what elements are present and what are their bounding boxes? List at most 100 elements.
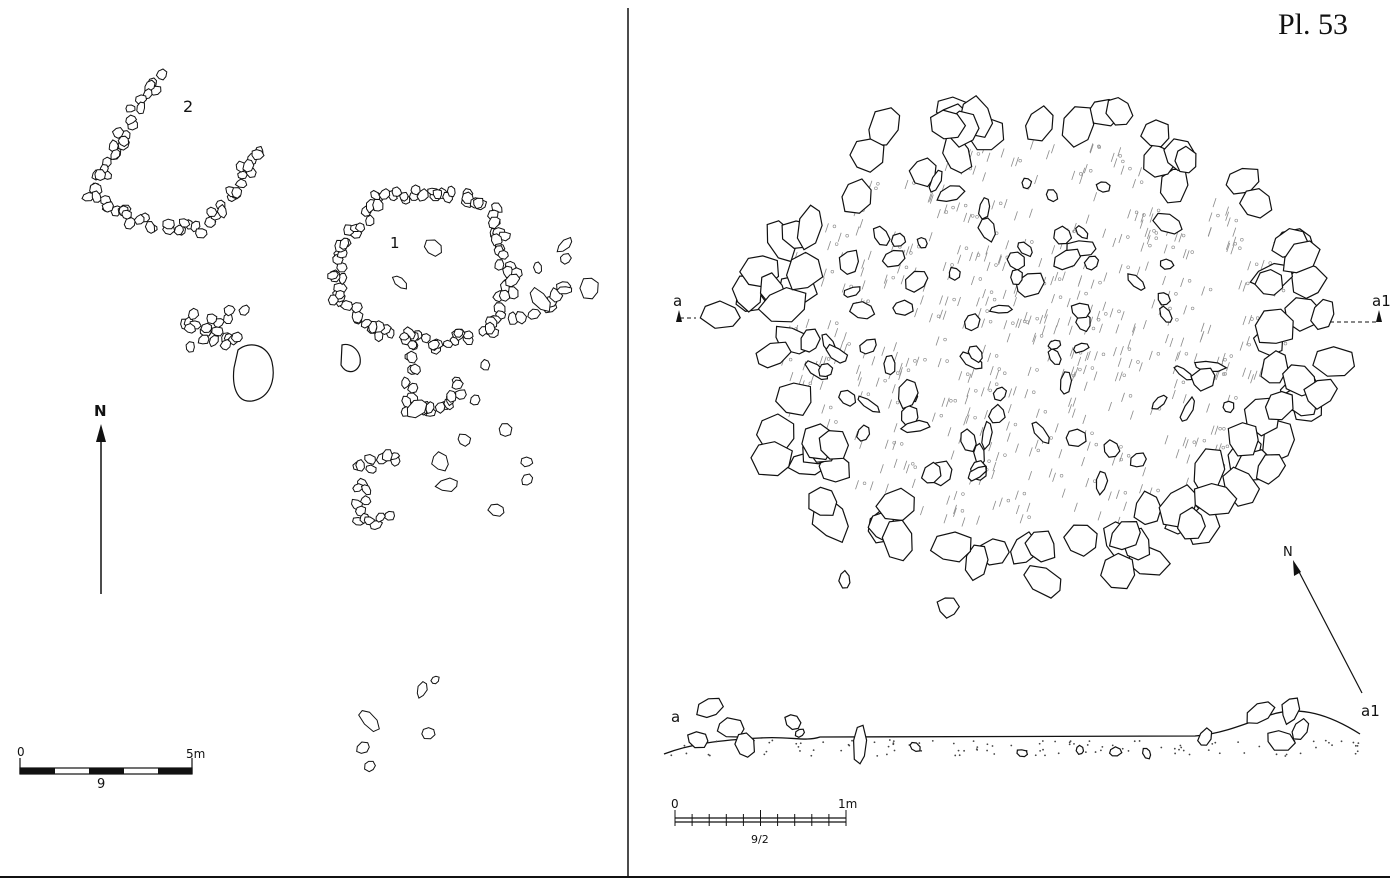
stone [1095,181,1111,193]
stone [988,304,1014,314]
stone [784,714,802,731]
stone [391,275,407,290]
stone [369,520,384,531]
stone [868,107,901,146]
stone [800,328,821,353]
stone [187,307,200,321]
profile-stones [687,697,1310,765]
stone [453,328,464,338]
stone [857,395,881,413]
stone [1021,177,1033,190]
stone [960,428,977,453]
stone [848,301,876,320]
stone [351,310,364,324]
stone [133,213,145,225]
stone [559,253,572,265]
stone [1254,268,1284,296]
stone [420,333,431,344]
stone [480,358,491,371]
stone [785,251,824,291]
stone [825,343,849,364]
north-label-right: N [1283,545,1293,560]
stone [838,569,851,589]
stone [841,178,872,214]
stone [973,442,985,467]
stone [410,184,421,196]
stone [365,214,375,227]
stone [794,728,806,738]
stone [520,456,534,468]
stone [494,259,505,271]
scale-caption-right: 9/2 [751,833,769,846]
stone [904,270,929,293]
stone [407,340,418,350]
stone [1100,552,1136,590]
stone [875,487,915,522]
stone [1059,371,1073,395]
stone [364,760,376,773]
stone [366,198,376,214]
stone [818,363,834,378]
stone [110,148,121,161]
stone [125,104,136,113]
stone [334,289,345,300]
scale-caption: 9 [97,777,105,792]
stone [1225,167,1260,195]
stone [125,114,138,126]
stone [967,345,983,364]
stone [421,727,436,740]
stone [446,389,457,403]
stone [442,339,454,348]
stone [1047,339,1062,350]
scale-end-label-right: 1m [838,797,857,811]
stone [1061,106,1095,148]
stone [1063,524,1098,557]
structure-1-stones [327,184,573,418]
stone [372,198,384,212]
stone [1075,744,1085,755]
stone [378,188,391,200]
stone [872,225,891,246]
stone [1173,365,1193,381]
stone [485,321,496,335]
stone [521,473,534,486]
stone [416,680,428,699]
stone [498,289,511,302]
stone [1282,240,1321,274]
stone [1176,506,1206,540]
stone [1072,342,1090,354]
stone [409,363,421,376]
stone [94,169,107,182]
stone [899,419,931,434]
stone [977,217,996,243]
stone [356,741,370,754]
stone [1083,255,1100,271]
stone [852,724,868,765]
profile-label-a: a [671,708,680,726]
scale-start-label: 0 [17,745,25,759]
stone [487,503,505,517]
structure-1-label: 1 [390,234,400,252]
stone [1031,421,1050,445]
stone [1070,302,1091,319]
section-label-a1: a1 [1372,292,1390,310]
stone [237,170,248,180]
stone [432,189,443,200]
stone [1152,212,1183,235]
stone [183,322,196,334]
stone [473,197,484,210]
stone [1179,395,1196,422]
stone [1267,730,1297,751]
stone [843,286,861,298]
stone [358,710,380,733]
stone [339,237,350,250]
stone [808,486,838,516]
stone [929,531,972,563]
stone [1045,189,1059,203]
stone [451,379,464,390]
stone [967,465,987,482]
stone [375,512,386,523]
stone [507,286,519,300]
stone [197,334,210,345]
stone [162,218,175,230]
